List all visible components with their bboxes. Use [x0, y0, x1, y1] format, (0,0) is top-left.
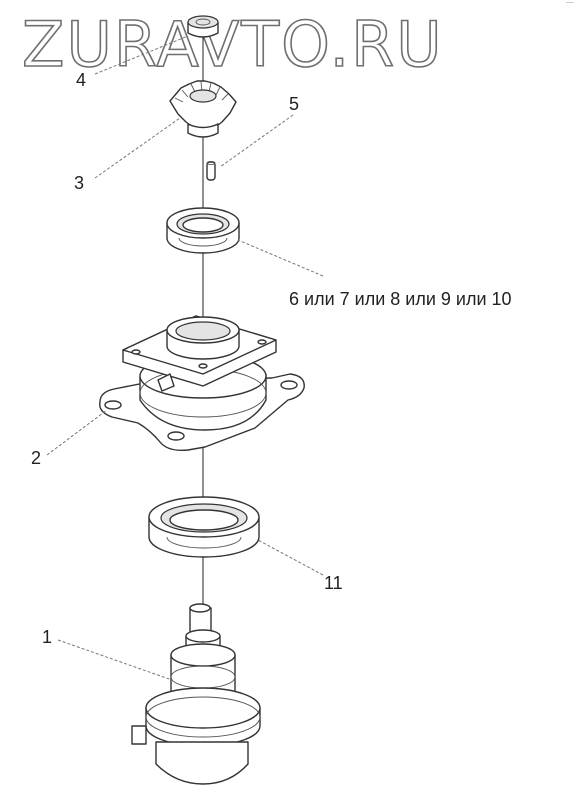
part-4-nut	[187, 15, 219, 38]
callout-11: 11	[324, 573, 343, 593]
callout-2: 2	[31, 448, 41, 468]
part-3-bevel-gear	[169, 80, 237, 138]
callout-5: 5	[289, 94, 299, 114]
callout-3: 3	[74, 173, 84, 193]
leader-4	[94, 35, 189, 75]
callout-4: 4	[76, 70, 86, 90]
callout-1: 1	[42, 627, 52, 647]
leader-5	[219, 114, 294, 168]
part-6-10-bearing	[166, 207, 240, 254]
corner-mark: ¯¯	[565, 2, 574, 10]
leader-3	[94, 117, 181, 179]
leader-2	[46, 409, 108, 456]
watermark-text: ZURAVTO.RU	[22, 8, 444, 81]
callout-6-10: 6 или 7 или 8 или 9 или 10	[289, 289, 512, 309]
part-1-shaft	[131, 603, 261, 785]
leader-1	[57, 639, 173, 681]
leader-6-10	[237, 239, 324, 277]
part-2-housing	[99, 315, 305, 452]
part-11-bearing	[148, 496, 260, 558]
leader-11	[257, 539, 324, 576]
part-5-pin	[206, 160, 216, 181]
